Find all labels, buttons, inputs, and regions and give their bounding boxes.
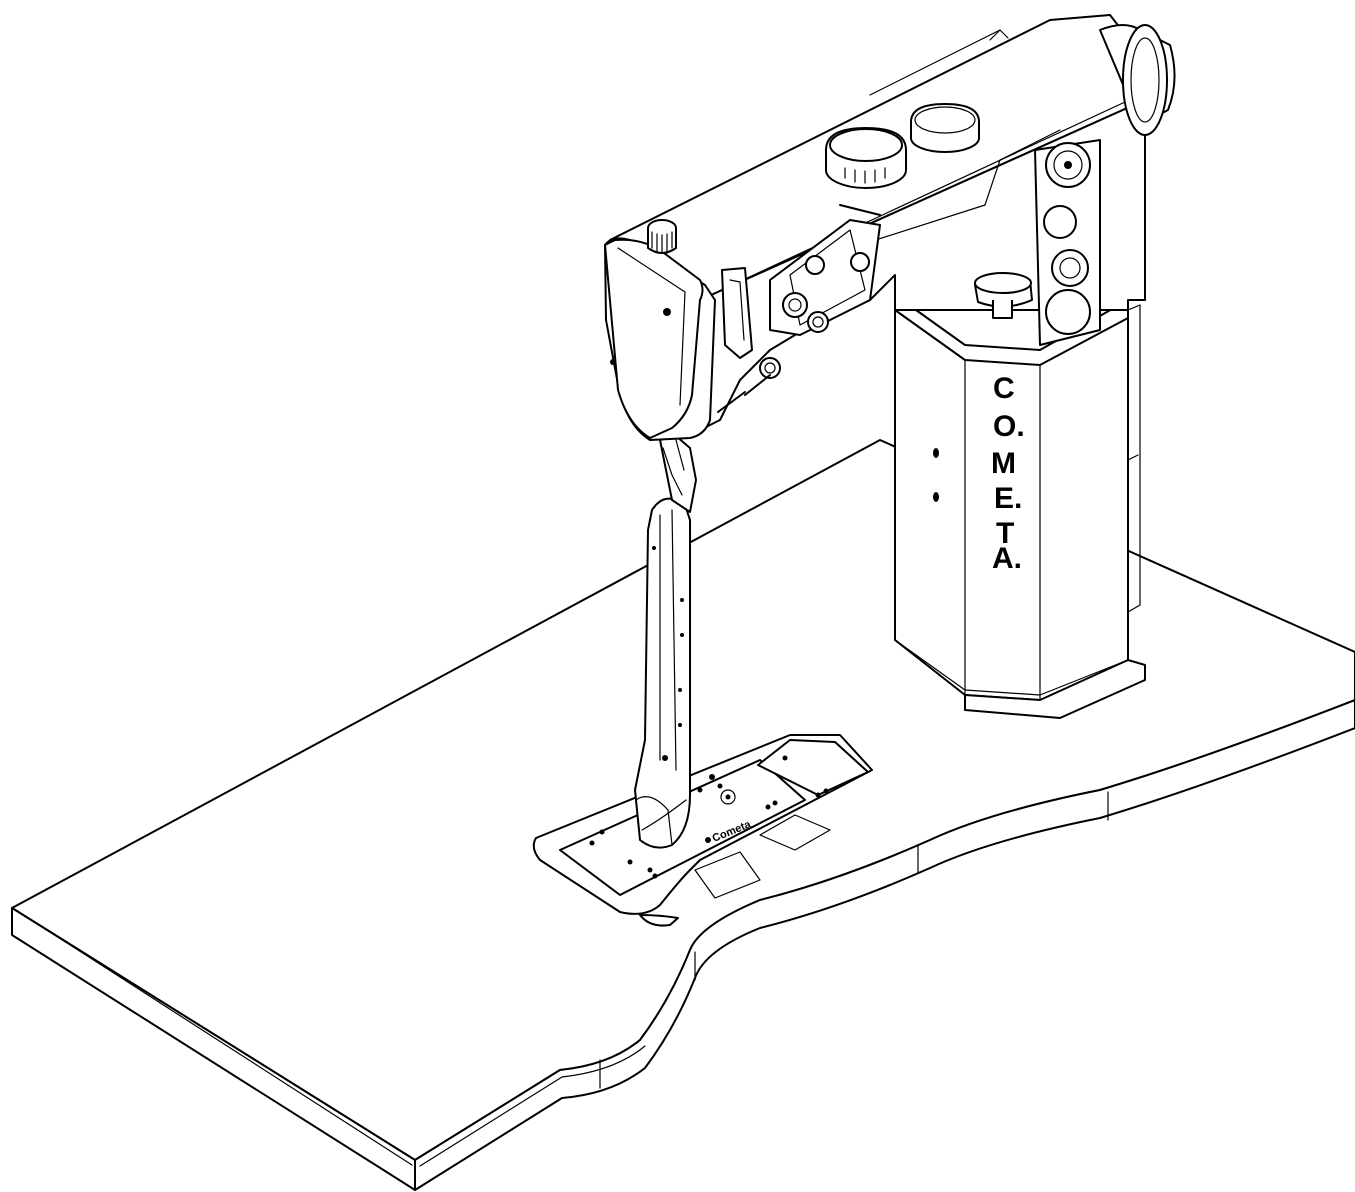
bobbin-winder	[974, 272, 1033, 319]
brand-logo: C O. M E. T A.	[991, 372, 1025, 575]
stitch-dial	[825, 127, 907, 189]
brand-letter-2: O.	[993, 410, 1025, 443]
brand-letter-1: C	[993, 372, 1015, 405]
needle-post	[634, 435, 697, 849]
brand-letter-5: T	[996, 517, 1014, 550]
brand-letter-4: E.	[994, 482, 1022, 515]
tension-assembly	[717, 204, 881, 413]
brand-letter-6: A.	[992, 542, 1022, 575]
pillar	[894, 274, 1146, 719]
bobbin-winder-dial	[910, 103, 980, 153]
machine-head	[604, 219, 753, 441]
brand-letter-3: M	[991, 447, 1016, 480]
side-controls	[1034, 139, 1101, 346]
